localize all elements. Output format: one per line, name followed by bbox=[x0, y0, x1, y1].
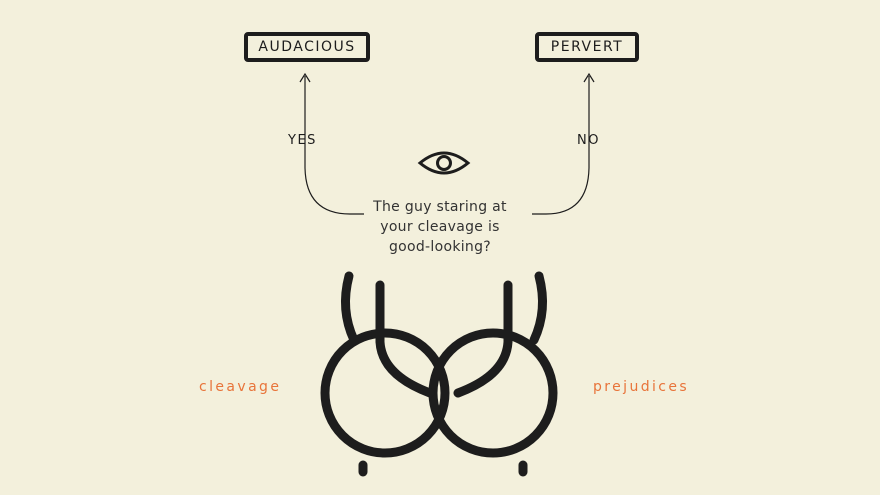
eye-icon bbox=[417, 151, 471, 175]
branch-label-no: NO bbox=[577, 133, 600, 148]
outcome-box-audacious: AUDACIOUS bbox=[244, 32, 370, 62]
outcome-label-pervert: PERVERT bbox=[550, 39, 624, 55]
question-line-3: good-looking? bbox=[388, 239, 492, 255]
branch-label-yes: YES bbox=[288, 133, 317, 148]
caption-prejudices: prejudices bbox=[593, 379, 690, 395]
arrowhead-no bbox=[583, 72, 595, 83]
outcome-box-pervert: PERVERT bbox=[535, 32, 639, 62]
connector-no bbox=[532, 76, 590, 215]
arrowhead-yes bbox=[299, 72, 311, 83]
caption-cleavage: cleavage bbox=[199, 379, 282, 395]
outcome-label-audacious: AUDACIOUS bbox=[258, 39, 356, 55]
question-line-2: your cleavage is bbox=[380, 219, 500, 235]
connector-yes bbox=[304, 76, 364, 215]
cleavage-illustration bbox=[320, 271, 558, 477]
decision-question: The guy staring at your cleavage is good… bbox=[340, 197, 540, 257]
question-line-1: The guy staring at bbox=[373, 199, 507, 215]
